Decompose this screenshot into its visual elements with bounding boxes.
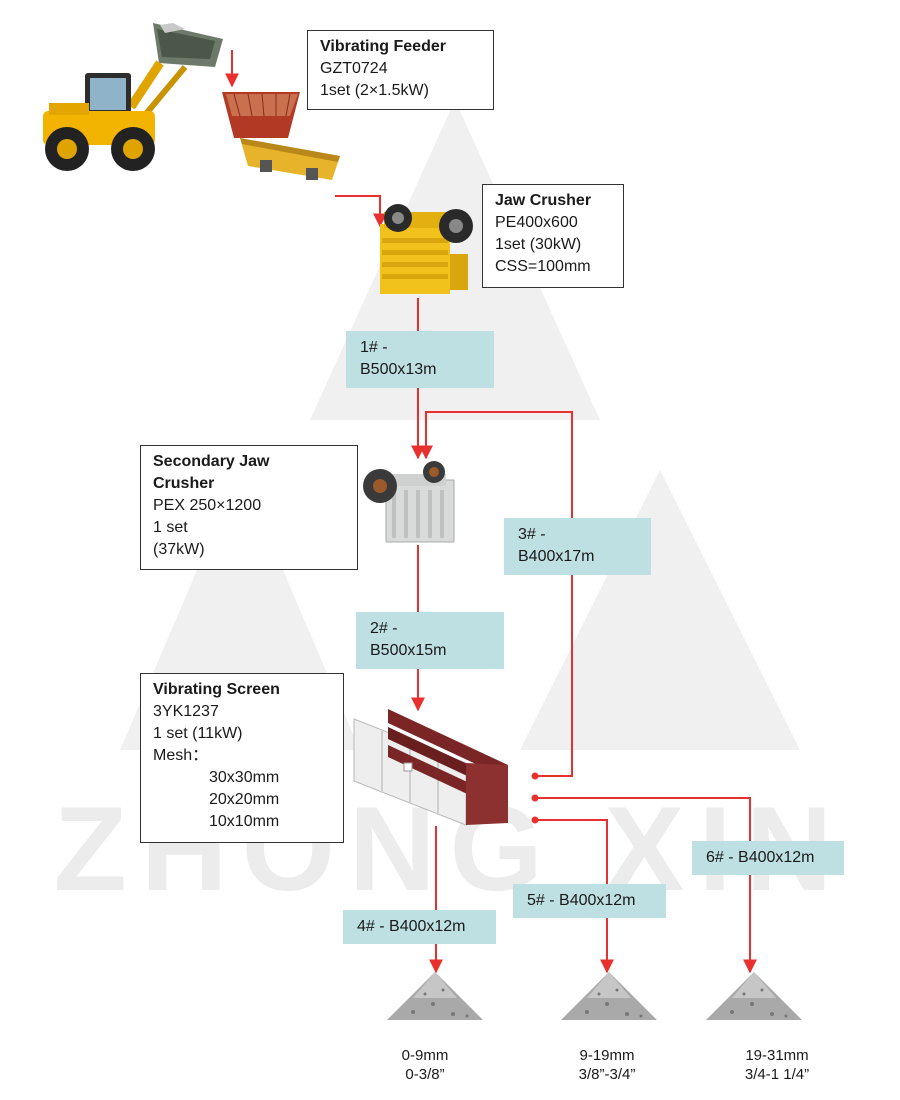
jaw-crusher-info: Jaw Crusher PE400x600 1set (30kW) CSS=10… — [482, 184, 624, 288]
conveyor-2-label: 2# - B500x15m — [356, 612, 504, 669]
screen-title: Vibrating Screen — [153, 681, 280, 698]
product-2-label: 9-19mm 3/8”-3/4” — [547, 1046, 667, 1084]
flow-screen-to-pile-2 — [535, 819, 614, 974]
vibrating-feeder-icon — [222, 92, 340, 180]
flow-return-to-secondary — [419, 411, 573, 777]
secondary-crusher-title-1: Secondary Jaw — [153, 453, 270, 470]
flow-screen-to-pile-3 — [535, 797, 757, 974]
feeder-title: Vibrating Feeder — [320, 38, 446, 55]
wheel-loader-icon — [43, 23, 223, 171]
conveyor-3-id: 3# - — [518, 526, 546, 543]
screen-mesh-2: 20x20mm — [209, 791, 280, 808]
product-2-imperial: 3/8”-3/4” — [578, 1066, 636, 1083]
gravel-pile-icon — [387, 972, 483, 1020]
product-1-metric: 0-9mm — [401, 1047, 449, 1064]
outlet-dot-return — [531, 772, 539, 780]
gravel-pile-icon — [561, 972, 657, 1020]
conveyor-2-spec: B500x15m — [370, 642, 447, 659]
secondary-crusher-title-2: Crusher — [153, 475, 215, 492]
conveyor-4-text: 4# - B400x12m — [357, 918, 466, 935]
product-3-imperial: 3/4-1 1/4” — [744, 1066, 810, 1083]
product-3-metric: 19-31mm — [745, 1047, 809, 1064]
screen-model: 3YK1237 — [153, 703, 219, 720]
vibrating-screen-icon — [353, 709, 508, 826]
conveyor-6-label: 6# - B400x12m — [692, 841, 844, 875]
screen-mesh-label: Mesh： — [153, 747, 209, 764]
conveyor-5-label: 5# - B400x12m — [513, 884, 666, 918]
vibrating-feeder-info: Vibrating Feeder GZT0724 1set (2×1.5kW) — [307, 30, 494, 110]
secondary-crusher-info: Secondary Jaw Crusher PEX 250×1200 1 set… — [140, 445, 358, 570]
conveyor-5-text: 5# - B400x12m — [527, 892, 636, 909]
secondary-crusher-model: PEX 250×1200 — [153, 497, 262, 514]
conveyor-1-label: 1# - B500x13m — [346, 331, 494, 388]
feeder-model: GZT0724 — [320, 60, 388, 77]
secondary-crusher-power: (37kW) — [153, 541, 205, 558]
conveyor-6-text: 6# - B400x12m — [706, 849, 815, 866]
screen-mesh-1: 30x30mm — [209, 769, 280, 786]
gravel-pile-icon — [706, 972, 802, 1020]
conveyor-1-spec: B500x13m — [360, 361, 437, 378]
screen-mesh-3: 10x10mm — [209, 813, 280, 830]
product-1-label: 0-9mm 0-3/8” — [365, 1046, 485, 1084]
vibrating-screen-info: Vibrating Screen 3YK1237 1 set (11kW) Me… — [140, 673, 344, 843]
jaw-crusher-title: Jaw Crusher — [495, 192, 592, 209]
jaw-crusher-css: CSS=100mm — [495, 258, 591, 275]
conveyor-4-label: 4# - B400x12m — [343, 910, 496, 944]
jaw-crusher-icon — [380, 204, 473, 294]
conveyor-1-id: 1# - — [360, 339, 388, 356]
conveyor-3-spec: B400x17m — [518, 548, 595, 565]
jaw-crusher-model: PE400x600 — [495, 214, 578, 231]
flow-feeder-to-jaw — [335, 195, 387, 228]
secondary-jaw-crusher-icon — [363, 461, 455, 543]
secondary-crusher-qty: 1 set — [153, 519, 188, 536]
outlet-dot-coarse — [531, 794, 539, 802]
screen-spec: 1 set (11kW) — [153, 725, 243, 742]
outlet-dot-medium — [531, 816, 539, 824]
conveyor-2-id: 2# - — [370, 620, 398, 637]
jaw-crusher-spec: 1set (30kW) — [495, 236, 582, 253]
product-1-imperial: 0-3/8” — [405, 1066, 445, 1083]
watermark-triangle-right — [520, 470, 800, 750]
feeder-spec: 1set (2×1.5kW) — [320, 82, 429, 99]
product-2-metric: 9-19mm — [579, 1047, 635, 1064]
product-3-label: 19-31mm 3/4-1 1/4” — [717, 1046, 837, 1084]
conveyor-3-label: 3# - B400x17m — [504, 518, 651, 575]
